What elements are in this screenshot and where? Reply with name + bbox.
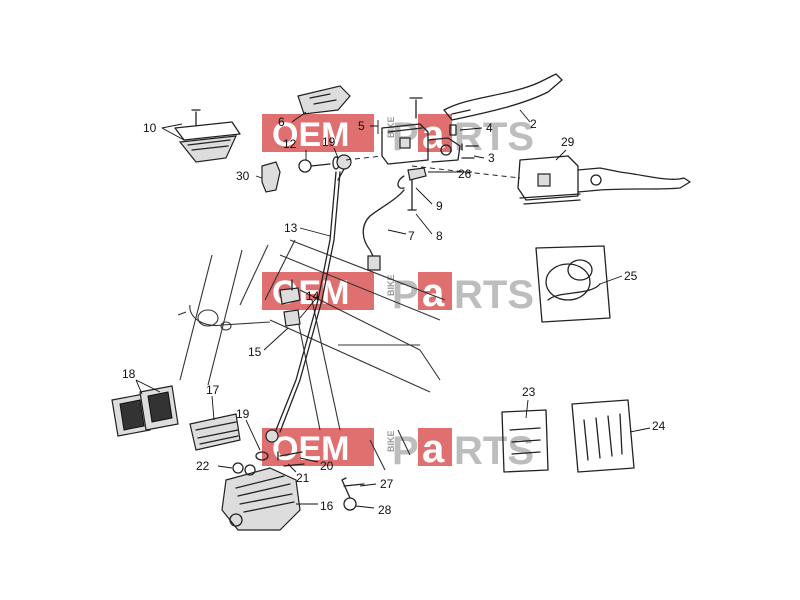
callout-30: 30 (236, 169, 250, 183)
callout-17: 17 (206, 383, 220, 397)
callout-16: 16 (320, 499, 334, 513)
callout-24: 24 (652, 419, 666, 433)
brake-hose (265, 171, 341, 443)
callout-10: 10 (143, 121, 157, 135)
callout-6: 6 (278, 115, 285, 129)
callout-20: 20 (320, 459, 334, 473)
master-cylinder (381, 97, 461, 165)
callout-13: 13 (284, 221, 298, 235)
screws-3 (461, 143, 479, 159)
svg-text:RTS: RTS (454, 273, 534, 317)
callout-3: 3 (488, 151, 495, 165)
lever-boot (297, 85, 351, 115)
pad-spring (189, 413, 241, 451)
svg-text:RTS: RTS (454, 115, 534, 159)
reservoir-cap (174, 109, 241, 163)
svg-text:P: P (392, 115, 419, 159)
callout-18: 18 (122, 367, 136, 381)
callout-19-top: 19 (322, 135, 336, 149)
svg-text:OEM: OEM (272, 430, 349, 468)
seal-kit-24 (571, 399, 635, 473)
svg-text:OEM: OEM (272, 116, 349, 154)
switch-26 (397, 167, 427, 189)
seal-kit-23 (501, 409, 549, 473)
svg-text:a: a (422, 427, 445, 471)
callout-28: 28 (378, 503, 392, 517)
callout-22: 22 (196, 459, 210, 473)
callout-27: 27 (380, 477, 394, 491)
bottom-hardware (232, 451, 365, 511)
hydraulic-kit-bag (535, 245, 611, 323)
callout-8: 8 (436, 229, 443, 243)
callout-2: 2 (530, 117, 537, 131)
watermark-bottom: OEM BIKE P a RTS (262, 427, 534, 473)
hose-clip (279, 279, 301, 327)
callout-15: 15 (248, 345, 262, 359)
svg-text:a: a (422, 271, 445, 315)
brake-lever (443, 73, 563, 121)
callout-4: 4 (486, 121, 493, 135)
stop-switch-cable (362, 179, 417, 271)
frame (177, 239, 446, 471)
callout-9: 9 (436, 199, 443, 213)
callout-7: 7 (408, 229, 415, 243)
svg-text:RTS: RTS (454, 429, 534, 473)
callout-5: 5 (358, 119, 365, 133)
svg-text:BIKE: BIKE (386, 274, 396, 296)
dashed-guides (345, 155, 521, 179)
callout-labels: 10 6 5 4 2 3 12 19 26 29 30 9 7 8 13 25 … (122, 115, 666, 517)
callout-23: 23 (522, 385, 536, 399)
svg-text:P: P (392, 429, 419, 473)
master-cylinder-assembly (517, 155, 691, 205)
callout-21: 21 (296, 471, 310, 485)
brake-caliper (221, 464, 301, 531)
callout-19-bottom: 19 (236, 407, 250, 421)
svg-text:BIKE: BIKE (386, 430, 396, 452)
callout-14: 14 (306, 289, 320, 303)
svg-text:P: P (392, 273, 419, 317)
watermark-middle: OEM BIKE P a RTS (262, 271, 534, 317)
banjo-bolt-12 (298, 159, 331, 173)
callout-12: 12 (283, 137, 297, 151)
leader-lines (135, 109, 651, 509)
callout-25: 25 (624, 269, 638, 283)
fitting-30 (261, 161, 281, 193)
callout-26: 26 (458, 167, 472, 181)
callout-29: 29 (561, 135, 575, 149)
brake-pads (111, 385, 179, 437)
